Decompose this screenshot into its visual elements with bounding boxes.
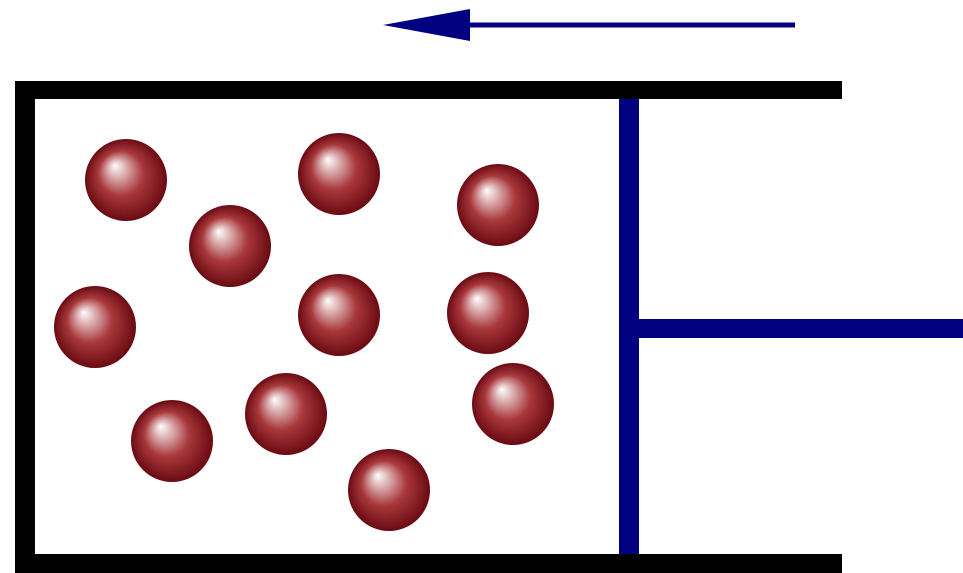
- gas-particle: [298, 133, 380, 215]
- push-arrow-head: [383, 9, 470, 41]
- gas-particle: [472, 363, 554, 445]
- cylinder-top-wall: [15, 81, 842, 99]
- cylinder-left-wall: [15, 81, 35, 573]
- gas-particle: [54, 286, 136, 368]
- gas-particle: [447, 272, 529, 354]
- piston: [619, 99, 963, 554]
- gas-particle: [189, 205, 271, 287]
- gas-particle: [348, 449, 430, 531]
- push-arrow: [383, 9, 795, 41]
- gas-particle: [457, 164, 539, 246]
- gas-particle: [131, 400, 213, 482]
- gas-particle: [245, 373, 327, 455]
- cylinder-bottom-wall: [15, 554, 842, 573]
- gas-particle: [298, 274, 380, 356]
- piston-head: [619, 99, 639, 554]
- piston-rod: [639, 319, 963, 338]
- gas-particle: [85, 139, 167, 221]
- gas-particles: [54, 133, 554, 531]
